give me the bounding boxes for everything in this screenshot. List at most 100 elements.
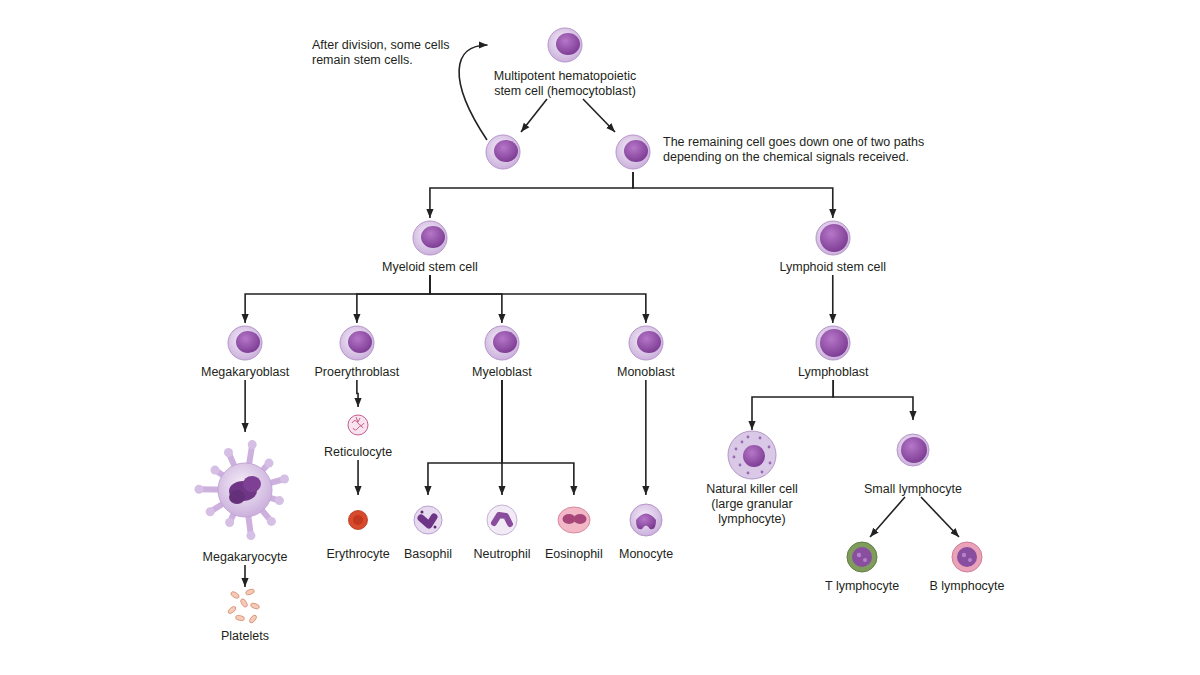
arrow-connector — [633, 172, 833, 218]
cell-label: Platelets — [221, 629, 269, 644]
lymphocyte-chromatin — [857, 553, 861, 557]
callout-note: The remaining cell goes down one of two … — [663, 135, 955, 165]
nk-granule — [768, 446, 771, 449]
arrow-connector — [752, 380, 833, 430]
cell-node: Monoblast — [617, 323, 675, 380]
arrow-connector — [430, 172, 633, 218]
cell-node: Eosinophil — [545, 495, 603, 562]
cell-nucleus — [556, 33, 580, 55]
cell-node: Basophil — [404, 495, 452, 562]
lymphocyte-chromatin — [962, 553, 966, 557]
cell-illustration — [842, 537, 882, 577]
cell-node: Megakaryoblast — [201, 323, 289, 380]
cell-label: Myeloblast — [472, 365, 532, 380]
arrow-connector — [521, 99, 547, 132]
cell-node: Myeloid stem cell — [382, 218, 478, 275]
megakaryocyte-bleb — [206, 507, 215, 516]
arrow-connector — [832, 275, 834, 323]
cell-label: Reticulocyte — [324, 445, 392, 460]
cell-illustration — [337, 323, 377, 363]
megakaryocyte-bleb — [275, 496, 284, 505]
megakaryocyte-bleb — [265, 459, 274, 468]
cell-node: Natural killer cell (large granular lymp… — [697, 430, 807, 527]
nk-granule — [733, 456, 736, 459]
platelet-fragment — [227, 605, 237, 614]
cell-illustration — [554, 495, 594, 545]
cell-label: B lymphocyte — [930, 579, 1005, 594]
cell-label: Monoblast — [617, 365, 675, 380]
cell-label: Proerythroblast — [315, 365, 400, 380]
lymphocyte-body — [952, 542, 982, 572]
megakaryocyte-bleb — [267, 517, 276, 526]
cell-label: Myeloid stem cell — [382, 260, 478, 275]
platelet-fragment — [240, 598, 249, 608]
nk-granule — [761, 471, 764, 474]
megakaryocyte-nucleus — [243, 476, 261, 492]
lymphocyte-nucleus — [852, 547, 872, 567]
cell-node: Small lymphocyte — [864, 420, 962, 497]
cell-node: T lymphocyte — [825, 537, 899, 594]
nk-granule — [741, 441, 744, 444]
arrow-connector — [459, 45, 487, 140]
cell-node: Platelets — [221, 587, 269, 644]
platelet-fragment — [235, 615, 245, 621]
erythrocyte-body — [349, 511, 368, 530]
platelet-fragment — [248, 614, 257, 624]
arrow-connector — [645, 380, 647, 495]
cell-illustration — [340, 407, 376, 443]
cell-nucleus — [624, 140, 648, 162]
arrow-connector — [244, 380, 246, 432]
cell-body — [228, 326, 262, 360]
nk-nucleus — [743, 445, 765, 467]
cell-illustration — [947, 537, 987, 577]
cell-illustration — [410, 218, 450, 258]
cell-illustration — [338, 495, 378, 545]
megakaryocyte-bleb — [195, 485, 204, 494]
megakaryocyte-bleb — [211, 466, 220, 475]
lymphocyte-chromatin — [968, 558, 972, 562]
nk-granule — [759, 437, 762, 440]
cell-nucleus — [236, 331, 260, 353]
lymphocyte-chromatin — [863, 558, 867, 562]
megakaryocyte-bleb — [280, 475, 289, 484]
cell-body — [816, 326, 850, 360]
cell-body — [816, 221, 850, 255]
cell-label: Natural killer cell (large granular lymp… — [697, 482, 807, 527]
cell-nucleus — [494, 140, 518, 162]
basophil-granule — [420, 511, 423, 514]
cell-node: Myeloblast — [472, 323, 532, 380]
cell-label: Eosinophil — [545, 547, 603, 562]
cell-illustration — [543, 23, 587, 67]
cell-illustration — [813, 218, 853, 258]
cell-illustration — [225, 323, 265, 363]
cell-illustration — [223, 587, 267, 627]
arrow-connector — [430, 275, 646, 323]
cell-body — [486, 135, 520, 169]
cell-illustration — [408, 495, 448, 545]
arrow-connector — [583, 99, 615, 132]
cell-node: B lymphocyte — [930, 537, 1005, 594]
cell-illustration — [482, 323, 522, 363]
cell-label: Lymphoid stem cell — [780, 260, 887, 275]
arrow-connector — [428, 380, 502, 495]
cell-node: Monocyte — [619, 495, 673, 562]
cell-illustration — [893, 420, 933, 480]
nk-body — [728, 431, 776, 479]
lymphocyte-body — [847, 542, 877, 572]
cell-label: T lymphocyte — [825, 579, 899, 594]
cell-node: Neutrophil — [474, 495, 531, 562]
neutrophil-nucleus — [494, 515, 510, 524]
cell-illustration — [725, 430, 779, 480]
megakaryocyte-bleb — [248, 440, 257, 449]
cell-nucleus — [637, 331, 661, 353]
cell-illustration — [626, 323, 666, 363]
arrow-connector — [357, 380, 358, 407]
nk-granule — [747, 436, 750, 439]
cell-nucleus — [820, 329, 848, 357]
cell-node: Megakaryocyte — [195, 432, 295, 565]
cell-label: Multipotent hematopoietic stem cell (hem… — [488, 69, 643, 99]
arrow-connector — [870, 497, 905, 537]
basophil-nucleus — [421, 517, 434, 525]
cell-illustration — [813, 323, 853, 363]
monocyte-nucleus — [636, 514, 656, 530]
